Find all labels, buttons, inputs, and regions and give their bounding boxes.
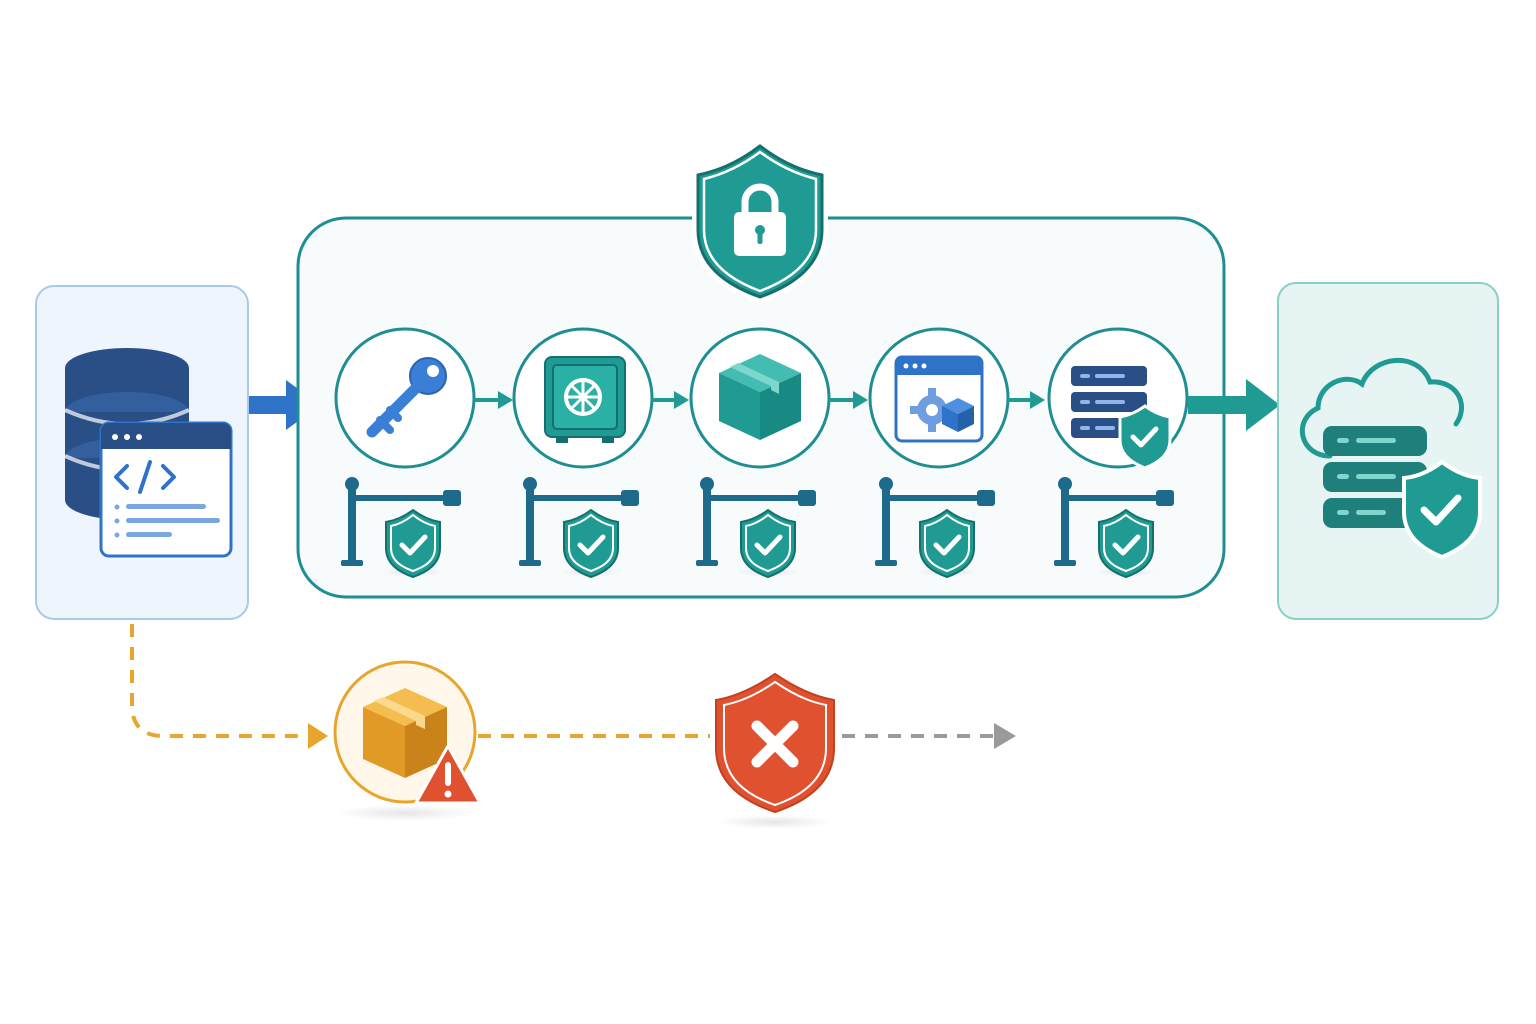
arrow-stage-3-4 [829,391,868,409]
barrier-gate-icon [519,477,639,566]
gate-group-1 [341,477,461,579]
barrier-gate-icon [875,477,995,566]
gate-group-5 [1054,477,1174,579]
stage-3-package [689,327,831,469]
stage-4-app-config [868,327,1010,469]
vault-icon [544,356,626,443]
shield-check-icon [919,508,975,579]
arrow-to-destination [1188,379,1280,431]
shield-lock-icon [692,138,828,304]
server-shield-icon [1071,366,1172,470]
shield-check-icon [385,508,441,579]
stage-5-server [1047,327,1189,470]
shield-x-icon [710,667,840,818]
stage-1-key [334,327,476,469]
gate-group-2 [519,477,639,579]
stage-2-vault [512,327,654,469]
arrow-stage-1-2 [474,391,513,409]
source-panel [35,285,249,620]
cloud-server-shield-icon [1299,357,1482,560]
arrow-stage-4-5 [1008,391,1045,409]
gate-group-3 [696,477,816,579]
gate-group-4 [875,477,995,579]
package-icon [719,354,801,440]
destination-panel [1277,282,1499,620]
bypass-path [130,624,1016,829]
gates [341,477,1174,579]
package-warning-icon [363,688,482,805]
shield-check-icon [563,508,619,579]
database-code-icon [64,348,233,558]
key-icon [366,357,447,438]
shield-check-icon [740,508,796,579]
barrier-gate-icon [341,477,461,566]
shield-check-icon [1098,508,1154,579]
arrow-stage-2-3 [652,391,689,409]
barrier-gate-icon [1054,477,1174,566]
barrier-gate-icon [696,477,816,566]
app-gear-icon [894,355,984,443]
